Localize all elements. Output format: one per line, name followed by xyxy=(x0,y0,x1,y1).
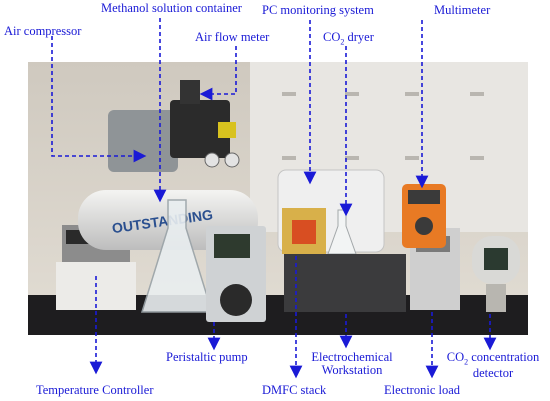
dmfc-stack xyxy=(282,208,326,254)
electrochem-line1: Electrochemical xyxy=(311,350,393,364)
pegboard-slots xyxy=(282,92,484,160)
co2-det-line2: detector xyxy=(472,365,514,380)
electrochemical-workstation xyxy=(284,254,406,312)
co2-dryer-rest: dryer xyxy=(344,30,374,44)
co2-dryer-subscript: 2 xyxy=(340,37,345,47)
arrow-air-compressor xyxy=(51,36,147,163)
label-pc-monitoring-system: PC monitoring system xyxy=(262,3,374,17)
label-peristaltic-pump: Peristaltic pump xyxy=(166,350,248,364)
label-dmfc-stack: DMFC stack xyxy=(262,383,327,397)
co2-det-rest: concentration xyxy=(468,350,540,364)
arrow-air-flow xyxy=(199,46,237,101)
label-temperature-controller: Temperature Controller xyxy=(36,383,154,397)
label-electronic-load: Electronic load xyxy=(384,383,461,397)
annotation-arrows xyxy=(51,18,497,379)
multimeter xyxy=(402,184,446,248)
peristaltic-pump xyxy=(206,226,266,322)
label-methanol-solution-container: Methanol solution container xyxy=(101,1,242,15)
electrochem-line2: Workstation xyxy=(321,363,383,378)
co2-detector xyxy=(472,236,520,312)
label-air-flow-meter: Air flow meter xyxy=(195,30,270,44)
co2-det-co: CO xyxy=(446,350,465,364)
label-multimeter: Multimeter xyxy=(434,3,491,17)
label-air-compressor: Air compressor xyxy=(4,24,82,38)
co2-det-subscript: 2 xyxy=(464,357,469,367)
label-co2-dryer: CO2 dryer xyxy=(323,31,374,47)
air-flow-meter xyxy=(180,80,200,104)
co2-dryer-co: CO xyxy=(323,30,341,44)
